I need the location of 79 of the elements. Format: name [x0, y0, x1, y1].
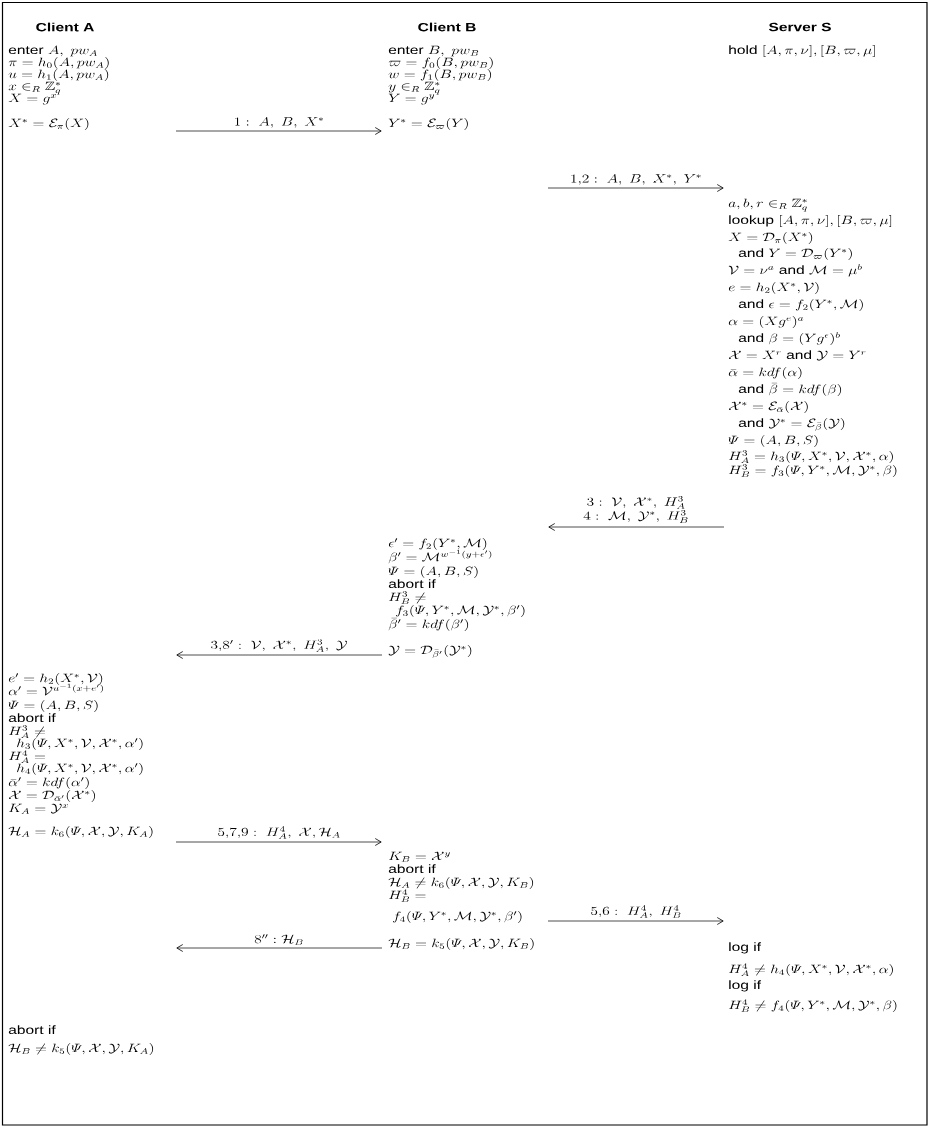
formula-line: $K_B = \mathcal{X}^y$ — [388, 851, 450, 862]
message-arrow — [547, 917, 724, 925]
formula-line: $Y = g^y$ — [388, 93, 435, 105]
formula-line: $y \in_R \mathbb{Z}_q^*$ — [388, 81, 440, 95]
formula-line: $\varPsi = (A, B, S)$ — [388, 566, 478, 578]
message-arrow — [176, 651, 383, 659]
formula-line: $\beta' = \mathcal{M}^{w^{-1}(y+\epsilon')}$ — [388, 549, 492, 564]
formula-line: $\mathcal{H}_A \neq k_6(\varPsi, \mathcal{X}, \mathcal{Y}, K_B)$ — [388, 877, 534, 889]
formula-line: $\mathcal{Y} = \mathcal{D}_{\bar{\beta}'}(\mathcal{Y}^*)$ — [388, 645, 472, 659]
formula-line: $\varPsi = (A, B, S)$ — [728, 435, 818, 447]
formula-line: $\varpi = f_0(B, pw_B)$ — [388, 57, 493, 69]
formula-line: $\varPsi = (A, B, S)$ — [8, 700, 98, 712]
formula-line: $H_A^3 \neq$ — [8, 725, 45, 739]
message-arrow — [176, 944, 383, 952]
formula-line: $H_B^4 =$ — [388, 889, 426, 903]
formula-line: $K_A = \mathcal{Y}^x$ — [8, 803, 68, 814]
formula-line: $H_B^4 \neq f_4(\varPsi, Y^*, \mathcal{M}, \mathcal{Y}^*, \beta)$ — [728, 999, 897, 1013]
formula-line: $H_B^3 \neq$ — [388, 591, 426, 605]
formula-line: $f_3(\varPsi, Y^*, \mathcal{M}, \mathcal{Y}^*, \beta')$ — [396, 605, 525, 617]
formula-line: $\text{abort if}$ — [388, 579, 436, 589]
formula-line: $\text{abort if}$ — [8, 713, 56, 723]
formula-line: $\mathcal{X} = \mathcal{D}_{\bar{\alpha}'}(\mathcal{X}^*)$ — [9, 790, 96, 802]
formula-line: $\bar{\alpha} = kdf(\alpha)$ — [728, 367, 802, 379]
formula-line: $\alpha = (Xg^e)^a$ — [728, 316, 804, 328]
edge-label: $8'':\mathcal{H}_B$ — [254, 934, 303, 945]
edge-label: $\begin{array}{c}3:\ \mathcal{V},\ \mathcal{X}^*,\ H_A^3\\ 4:\ \mathcal{M},\ \mathcal{Y}^*,\ H_B^3\end{array}$ — [583, 496, 688, 523]
formula-line: $\text{enter } B,\ pw_B$ — [388, 45, 479, 57]
formula-line: $\text{and } \beta = (Yg^\epsilon)^b$ — [738, 332, 840, 345]
formula-line: $u = h_1(A, pw_A)$ — [8, 69, 109, 81]
formula-line: $e' = h_2(X^*, \mathcal{V})$ — [8, 673, 103, 685]
edge-label: $1{,}2:\ A,\ B,\ X^*,\ Y^*$ — [571, 173, 701, 185]
edge-label: $1:\ A,\ B,\ X^*$ — [235, 116, 323, 128]
formula-line: $X = \mathcal{D}_\pi(X^*)$ — [728, 232, 813, 244]
message-arrow — [175, 838, 382, 846]
formula-line: $H_B^3 = f_3(\varPsi, Y^*, \mathcal{M}, \mathcal{Y}^*, \beta)$ — [728, 464, 897, 478]
formula-line: $\text{log if}$ — [729, 942, 762, 954]
formula-line: $w = f_1(B, pw_B)$ — [388, 69, 492, 81]
party-heading: Client A — [36, 22, 94, 32]
formula-line: $\mathcal{X} = X^r \text{ and } \mathcal{Y} = Y^r$ — [729, 350, 866, 361]
formula-line: $Y^* = \mathcal{E}_\varpi(Y)$ — [388, 118, 468, 130]
formula-line: $a, b, r \in_R \mathbb{Z}_q^*$ — [728, 198, 807, 212]
formula-line: $e = h_2(X^*, \mathcal{V})$ — [728, 282, 819, 294]
formula-line: $\bar{\alpha}' = kdf(\alpha')$ — [8, 777, 89, 789]
formula-line: $f_4(\varPsi, Y^*, \mathcal{M}, \mathcal{Y}^*, \beta')$ — [393, 911, 522, 923]
party-heading: Client B — [418, 22, 476, 32]
formula-line: $\mathcal{H}_A = k_6(\varPsi, \mathcal{X}, \mathcal{Y}, K_A)$ — [8, 826, 153, 838]
edge-label: $5{,}7{,}9:\ H_A^4,\ \mathcal{X}, \mathcal{H}_A$ — [218, 826, 340, 839]
edge-label: $3{,}8':\ \mathcal{V},\ \mathcal{X}^*,\ H_A^3,\ \mathcal{Y}$ — [211, 639, 348, 652]
formula-line: $X = g^x$ — [8, 93, 57, 105]
formula-line: $\text{abort if}$ — [388, 864, 436, 874]
formula-line: $H_A^3 = h_3(\varPsi, X^*, \mathcal{V}, \mathcal{X}^*, \alpha)$ — [728, 450, 893, 464]
formula-line: $\pi = h_0(A, pw_A)$ — [8, 57, 109, 69]
formula-line: $x \in_R \mathbb{Z}_q^*$ — [8, 81, 61, 95]
formula-line: $\text{and } Y = \mathcal{D}_\varpi(Y^*)$ — [738, 248, 852, 260]
formula-line: $\text{and } \mathcal{Y}^* = \mathcal{E}_{\bar{\beta}}(\mathcal{Y})$ — [738, 418, 845, 432]
formula-line: $\text{abort if}$ — [8, 1025, 56, 1035]
formula-line: $h_3(\varPsi, X^*, \mathcal{V}, \mathcal{X}^*, \alpha')$ — [17, 738, 143, 750]
party-heading: Server S — [768, 22, 831, 32]
formula-line: $\text{enter } A,\ pw_A$ — [8, 45, 97, 57]
formula-line: $H_A^4 =$ — [8, 750, 45, 764]
formula-line: $\text{log if}$ — [729, 980, 762, 992]
message-arrow — [175, 127, 382, 135]
formula-line: $\text{and } \bar{\beta} = kdf(\beta)$ — [738, 382, 842, 396]
formula-line: $\text{and } \epsilon = f_2(Y^*, \mathcal{M})$ — [738, 299, 863, 311]
formula-line: $\mathcal{H}_B = k_5(\varPsi, \mathcal{X}, \mathcal{Y}, K_B)$ — [388, 938, 534, 950]
formula-line: $h_4(\varPsi, X^*, \mathcal{V}, \mathcal{X}^*, \alpha')$ — [17, 763, 143, 775]
formula-line: $\epsilon' = f_2(Y^*, \mathcal{M})$ — [388, 538, 487, 550]
formula-line: $\mathcal{V} = \nu^a \text{ and } \mathcal{M} = \mu^b$ — [728, 264, 862, 277]
formula-line: $\mathcal{H}_B \neq k_5(\varPsi, \mathcal{X}, \mathcal{Y}, K_A)$ — [8, 1043, 154, 1055]
message-arrow — [547, 184, 724, 192]
formula-line: $\alpha' = \mathcal{V}^{u^{-1}(x+e')}$ — [8, 683, 103, 696]
formula-line: $\text{hold } [A, \pi, \nu], [B, \varpi, \mu]$ — [729, 45, 875, 57]
formula-line: $X^* = \mathcal{E}_\pi(X)$ — [8, 118, 89, 130]
formula-line: $H_A^4 \neq h_4(\varPsi, X^*, \mathcal{V}, \mathcal{X}^*, \alpha)$ — [728, 963, 893, 977]
formula-line: $\mathcal{X}^* = \mathcal{E}_{\bar{\alpha}}(\mathcal{X})$ — [729, 401, 808, 413]
formula-line: $\text{lookup } [A, \pi, \nu], [B, \varpi, \mu]$ — [729, 215, 892, 227]
formula-line: $\bar{\beta}' = kdf(\beta')$ — [388, 617, 469, 631]
edge-label: $5{,}6:\ H_A^4,\ H_B^4$ — [591, 905, 681, 918]
message-arrow — [548, 523, 725, 531]
